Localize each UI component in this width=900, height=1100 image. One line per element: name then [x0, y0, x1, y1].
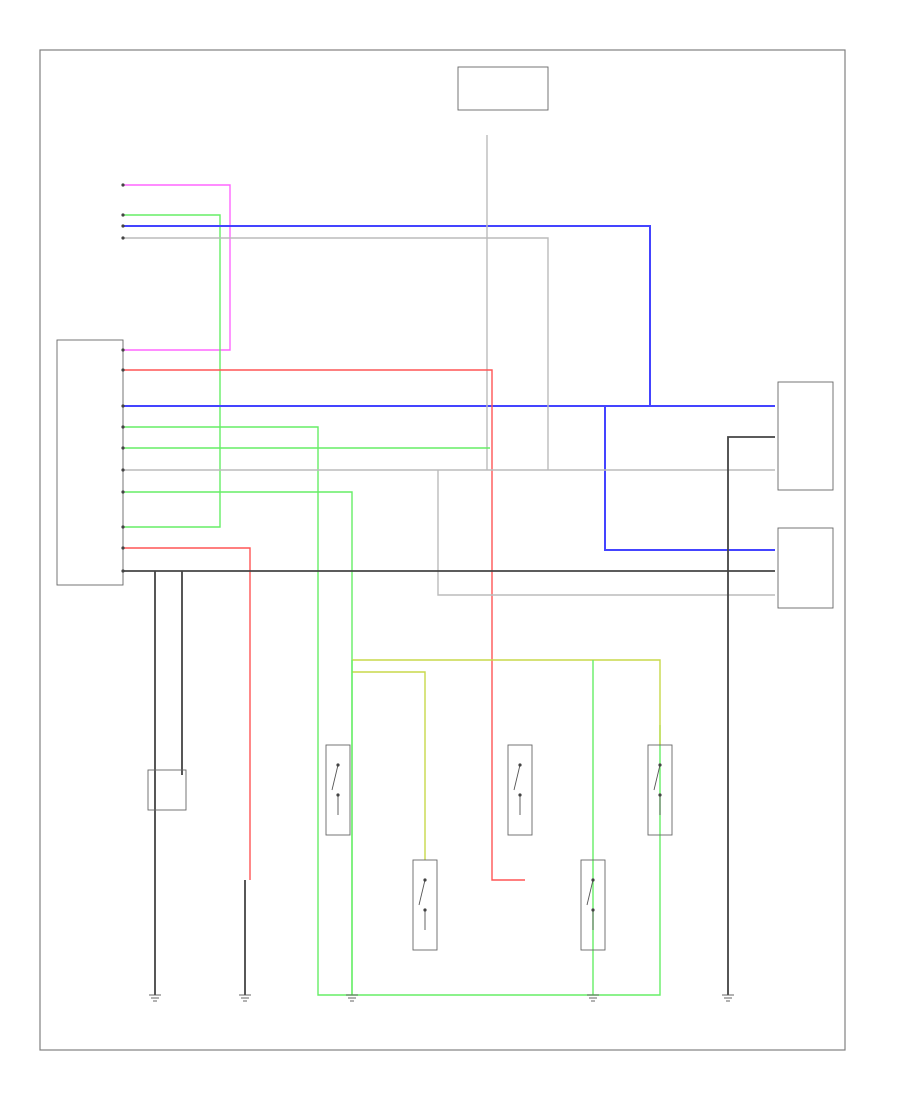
connector-pin-5: [121, 348, 125, 352]
connector-pin-10: [121, 468, 125, 472]
connector-pin-13: [121, 546, 125, 550]
wire-blue-top: [123, 225, 651, 406]
door-switch-2: [412, 859, 438, 951]
grounds-layer: [149, 994, 734, 1002]
ground-5: [722, 994, 734, 1002]
wire-yellow-drop: [352, 671, 426, 860]
connector-pin-1: [121, 183, 125, 187]
connector-pin-12: [121, 525, 125, 529]
diagram-frame: [39, 49, 846, 1051]
connector-pin-11: [121, 490, 125, 494]
wire-blue-lower: [604, 406, 775, 551]
wires-layer: [123, 135, 775, 996]
ground-4: [587, 994, 599, 1002]
ground-3: [346, 994, 358, 1002]
wire-gray-switch: [437, 470, 775, 596]
ground-2: [239, 994, 251, 1002]
door-switch-5: [647, 744, 673, 836]
left-connector: [56, 339, 124, 586]
fuse-block: [457, 66, 549, 111]
connector-pin-7: [121, 404, 125, 408]
connector-pin-9: [121, 446, 125, 450]
connector-pin-8: [121, 425, 125, 429]
wire-black-right: [727, 436, 775, 995]
connector-pin-6: [121, 368, 125, 372]
wire-gray-top: [123, 237, 549, 470]
door-switch-1: [325, 744, 351, 836]
components-layer: [56, 66, 834, 811]
door-switch-4: [580, 859, 606, 951]
ground-1: [149, 994, 161, 1002]
connector-pin-4: [121, 236, 125, 240]
connector-pin-2: [121, 213, 125, 217]
right-connector-1: [777, 381, 834, 491]
wire-pink-top: [123, 184, 231, 351]
wire-green-1: [123, 426, 661, 996]
connector-pins-layer: [121, 183, 125, 573]
connector-pin-3: [121, 224, 125, 228]
wire-green-top: [123, 214, 221, 528]
switch-left-box: [147, 769, 187, 811]
right-connector-2: [777, 527, 834, 609]
door-switch-3: [507, 744, 533, 836]
wire-red-main: [123, 369, 525, 881]
switches-layer: [325, 744, 673, 951]
wire-yellow-bus: [352, 659, 661, 745]
wire-red-lower: [123, 547, 251, 880]
connector-pin-14: [121, 569, 125, 573]
